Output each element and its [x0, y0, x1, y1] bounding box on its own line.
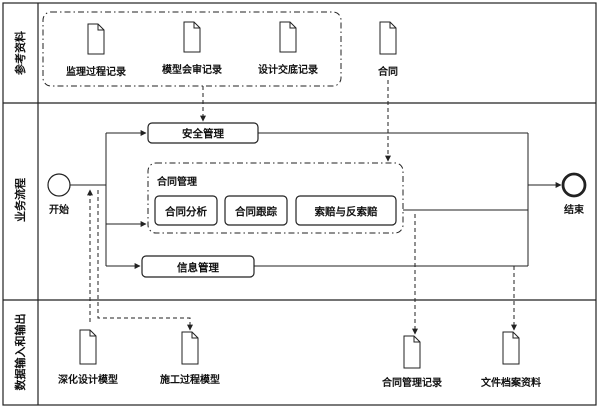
task-label: 信息管理 [177, 261, 219, 274]
task-box [224, 195, 288, 226]
reference-doc-design-disclosure: 设计交底记录 [258, 21, 318, 76]
task-safety-management: 安全管理 [147, 122, 259, 144]
task-label: 合同分析 [164, 205, 207, 218]
doc-label: 合同管理记录 [381, 376, 442, 389]
task-label: 合同跟踪 [234, 205, 277, 218]
doc-label: 设计交底记录 [258, 63, 318, 76]
lane-reference-label: 参考资料 [13, 31, 27, 75]
document-icon [502, 331, 520, 365]
contract-management-group [147, 162, 404, 234]
output-doc-archive: 文件档案资料 [481, 331, 541, 389]
assoc-process-to-construction-model [97, 190, 193, 331]
document-icon [279, 21, 297, 53]
reference-records-group [42, 11, 342, 87]
lane-process-label: 业务流程 [13, 178, 27, 222]
task-label: 索赔与反索赔 [315, 205, 378, 218]
reference-doc-model-review: 模型会审记录 [162, 21, 222, 76]
doc-label: 文件档案资料 [481, 376, 541, 389]
doc-label: 监理过程记录 [66, 65, 126, 78]
contract-doc: 合同 [377, 21, 398, 78]
task-claims: 索赔与反索赔 [295, 195, 397, 226]
document-icon [379, 21, 397, 55]
doc-label: 深化设计模型 [58, 373, 118, 386]
document-icon [87, 23, 105, 55]
start-event: 开始 [47, 173, 71, 216]
doc-label: 施工过程模型 [160, 373, 220, 386]
document-icon [181, 331, 199, 365]
end-event: 结束 [561, 172, 587, 216]
document-icon [183, 21, 201, 53]
input-doc-design-model: 深化设计模型 [58, 329, 118, 386]
diagram-frame [2, 2, 597, 406]
start-label: 开始 [49, 203, 69, 216]
lane-io-label: 数据输入和输出 [13, 314, 27, 391]
task-box [295, 195, 397, 226]
output-doc-contract-record: 合同管理记录 [381, 335, 442, 389]
doc-label: 合同 [377, 65, 398, 78]
document-icon [79, 329, 97, 365]
task-label: 安全管理 [182, 127, 224, 140]
task-contract-analysis: 合同分析 [154, 195, 218, 226]
doc-label: 模型会审记录 [162, 63, 222, 76]
end-label: 结束 [564, 203, 585, 216]
task-box [154, 195, 218, 226]
reference-doc-supervision: 监理过程记录 [66, 23, 126, 78]
start-circle [47, 173, 71, 197]
input-doc-construction-model: 施工过程模型 [160, 331, 220, 386]
contract-group-title: 合同管理 [156, 175, 197, 188]
end-circle [561, 172, 587, 198]
task-contract-tracking: 合同跟踪 [224, 195, 288, 226]
document-icon [403, 335, 421, 369]
task-information-management: 信息管理 [141, 255, 255, 278]
